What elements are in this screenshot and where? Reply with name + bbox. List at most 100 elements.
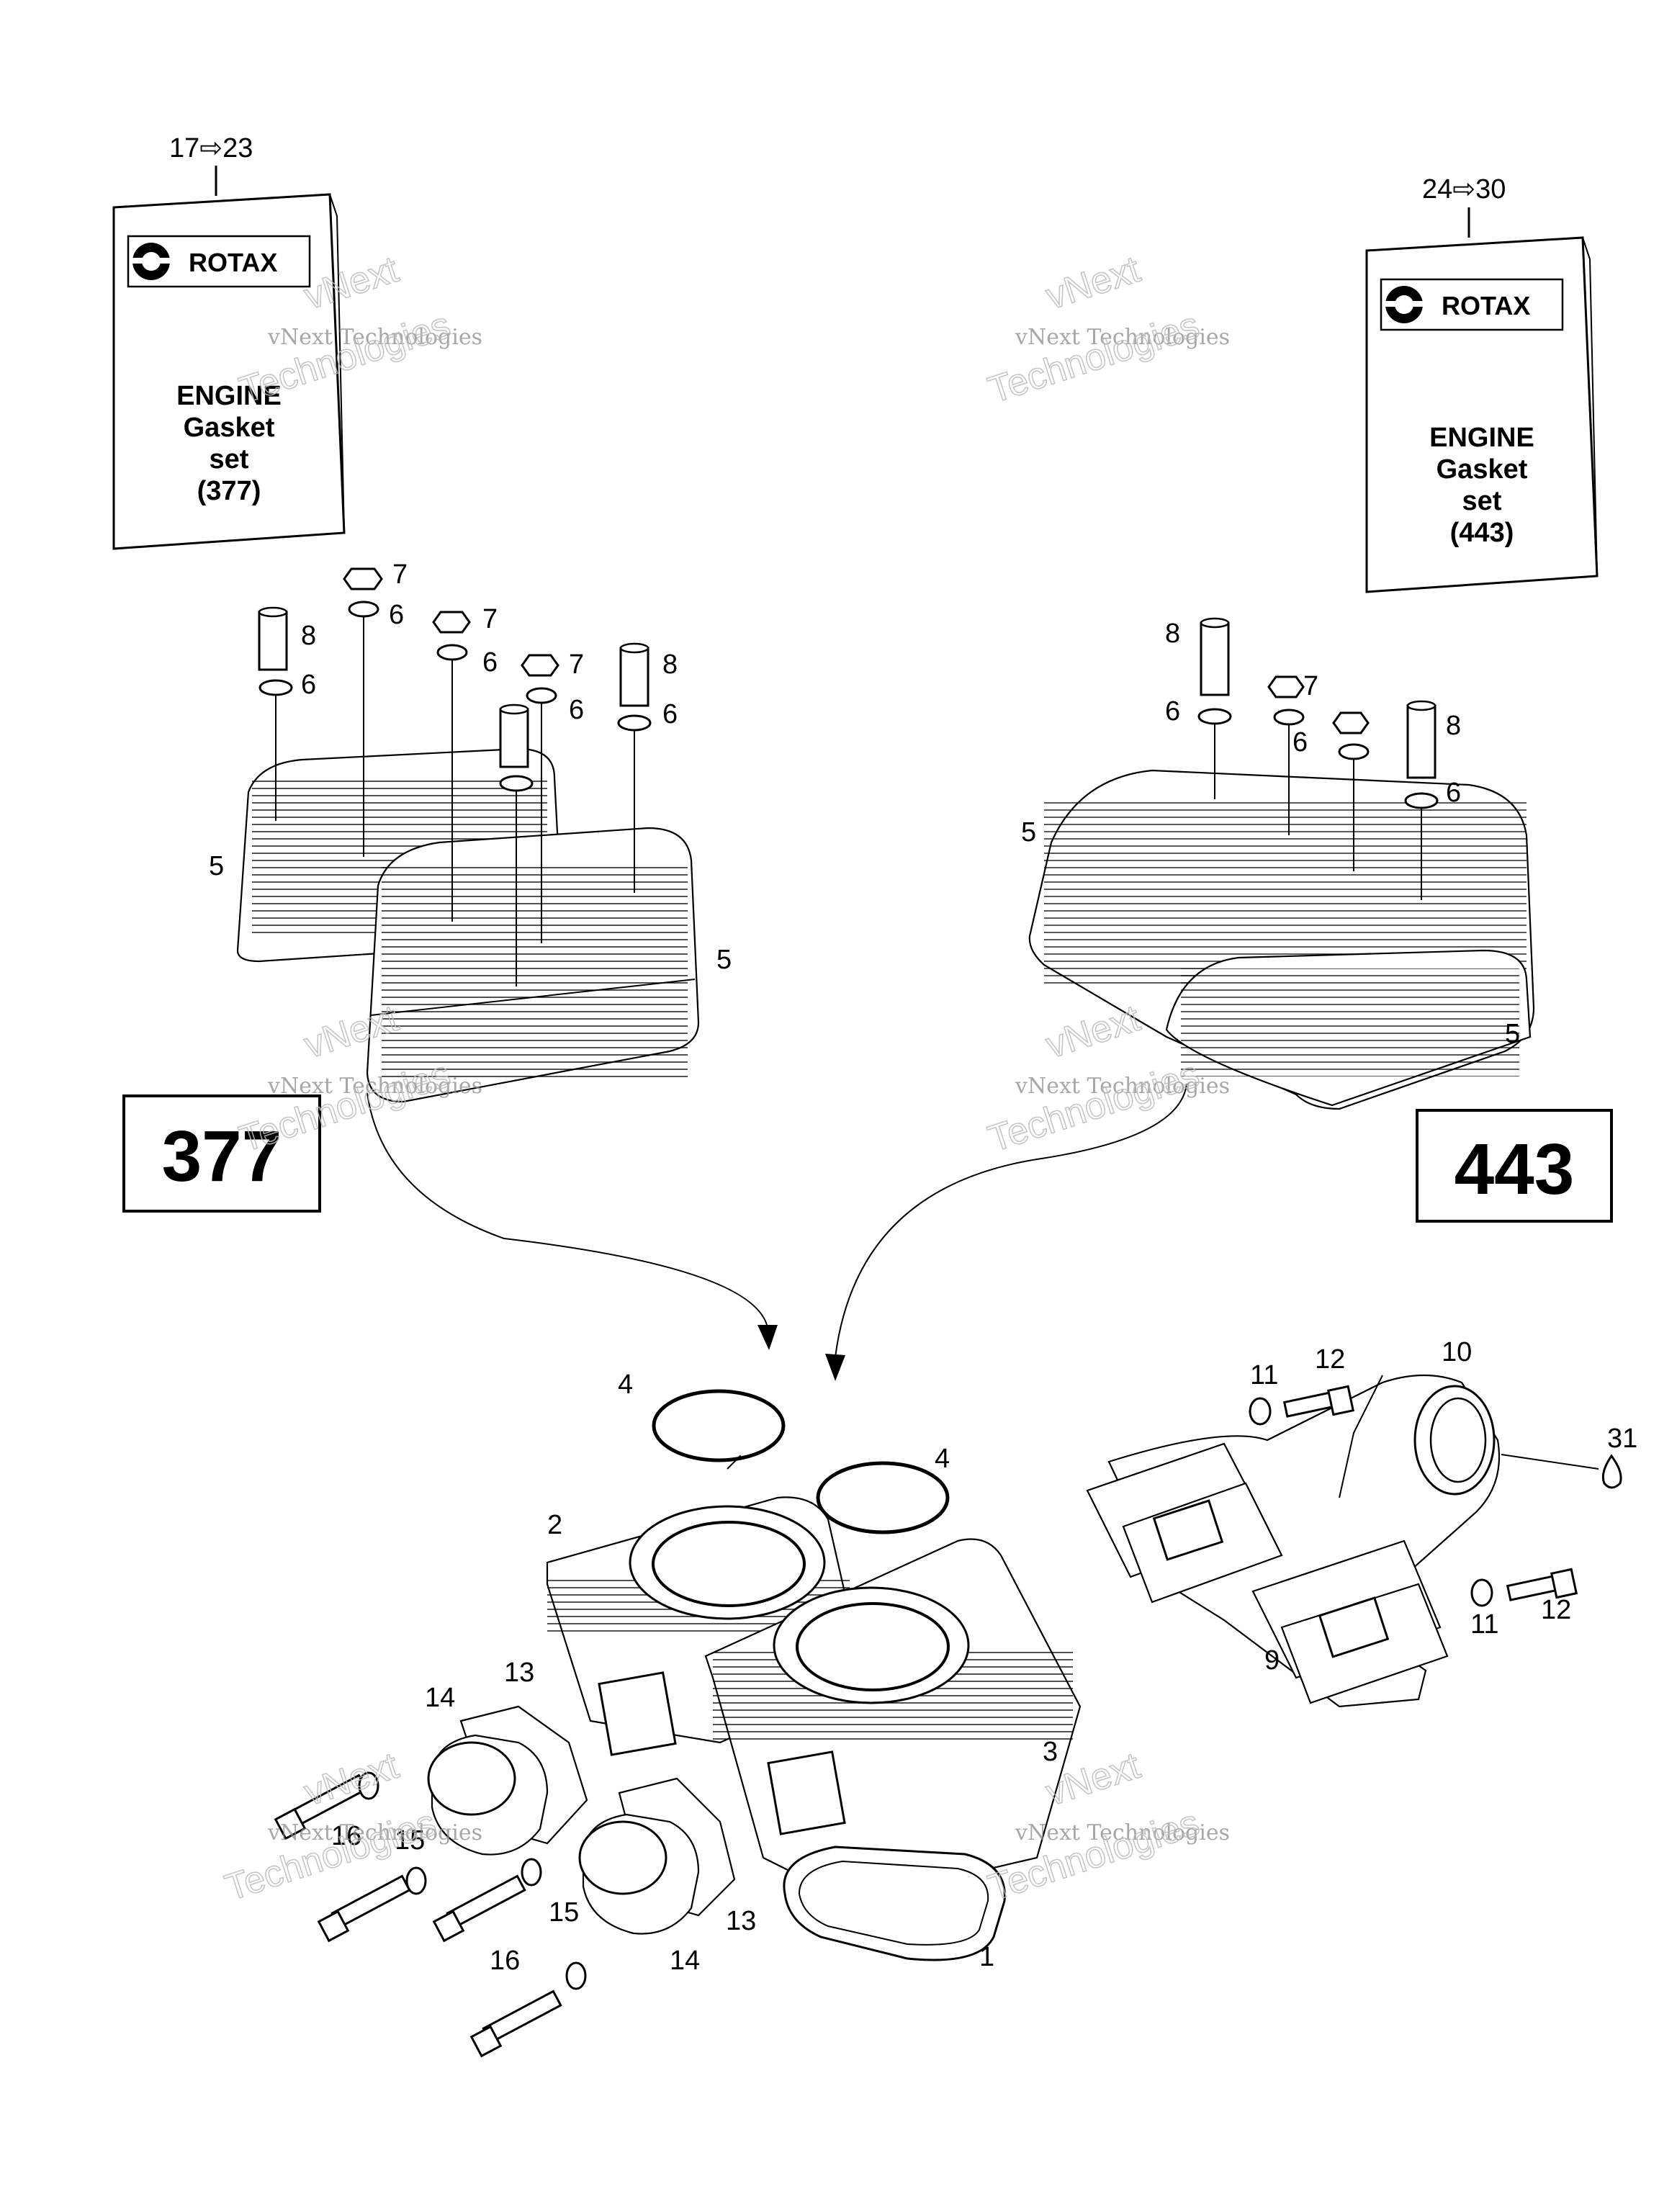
bombardier-gear-icon: [132, 243, 170, 280]
spacer-sleeve: [1406, 700, 1437, 779]
model-label-377: 377: [162, 1116, 282, 1197]
callout-6: 6: [301, 670, 316, 700]
nut: [1332, 711, 1370, 734]
washer: [499, 775, 534, 792]
cylinder-block: [546, 1389, 1082, 1961]
washer: [521, 1858, 542, 1887]
intake-flange-upper: [427, 1705, 588, 1856]
sealant-drop-icon: [1601, 1454, 1622, 1489]
cylinder-head-443: [1028, 617, 1535, 1110]
callout-6: 6: [389, 600, 404, 630]
svg-text:vNext Technologies: vNext Technologies: [267, 325, 482, 350]
callout-6: 6: [1446, 778, 1461, 808]
svg-text:vNext Technologies: vNext Technologies: [267, 1820, 482, 1845]
nut: [343, 567, 383, 590]
kit-left-line4: (377): [197, 476, 261, 506]
callout-3: 3: [1043, 1737, 1058, 1767]
callout-9: 9: [1264, 1645, 1280, 1676]
kit-right-line1: ENGINE: [1429, 423, 1534, 453]
callout-5: 5: [209, 851, 224, 881]
manifold-bolt-upper: [1282, 1385, 1355, 1418]
callouts-right-head: 8 6 7 6 8 6 5 5: [1021, 619, 1520, 1049]
callout-5: 5: [1505, 1019, 1520, 1049]
callout-7: 7: [1303, 671, 1318, 701]
washer: [565, 1961, 587, 1990]
kit-left-line1: ENGINE: [176, 381, 282, 411]
washer: [405, 1866, 427, 1895]
washer: [1404, 792, 1439, 809]
callout-14: 14: [425, 1683, 455, 1713]
svg-text:Technologies: Technologies: [235, 304, 456, 411]
bolt: [317, 1874, 411, 1943]
callout-14: 14: [670, 1946, 700, 1976]
o-ring: [652, 1389, 786, 1462]
washer: [1338, 743, 1370, 760]
kit-right-line3: set: [1462, 486, 1502, 516]
washer: [617, 714, 652, 732]
callout-6: 6: [1165, 696, 1180, 727]
base-gasket: [783, 1845, 1006, 1961]
kit-right-line4: (443): [1450, 518, 1514, 548]
callout-7: 7: [569, 649, 584, 680]
callout-6: 6: [482, 647, 498, 678]
callout-31: 31: [1607, 1424, 1637, 1454]
kit-range-right: 24⇨30: [1422, 174, 1506, 204]
callout-6: 6: [662, 699, 678, 729]
kit-left-line2: Gasket: [184, 413, 275, 443]
gasket-kit-left: 17⇨23 ROTAX ENGINE Gasket set (377): [112, 133, 346, 550]
svg-text:vNext Technologies: vNext Technologies: [1015, 325, 1230, 350]
callout-11: 11: [1470, 1609, 1498, 1640]
washer: [1249, 1397, 1272, 1426]
svg-text:vNext: vNext: [300, 248, 404, 318]
callout-16: 16: [490, 1946, 520, 1976]
model-box-377: 377: [122, 1094, 321, 1213]
rotax-brand-right: ROTAX: [1442, 291, 1530, 320]
kit-range-left: 17⇨23: [169, 133, 253, 163]
callout-8: 8: [1165, 619, 1180, 649]
assembly-arrow-left: [367, 1092, 778, 1350]
washer: [436, 644, 468, 661]
watermark-tr: vNext Technologies vNext Technologies: [983, 248, 1230, 412]
callouts-block: 4 4 2 3 1 13 14 13 14 15 15 16 16 11 12 …: [331, 1337, 1637, 1976]
callout-7: 7: [392, 559, 408, 590]
callout-1: 1: [979, 1942, 994, 1972]
callout-11: 11: [1250, 1360, 1278, 1390]
washer: [1197, 708, 1232, 725]
spacer-sleeve: [499, 703, 529, 768]
svg-text:vNext: vNext: [1041, 248, 1146, 318]
nut: [1267, 675, 1305, 698]
washer: [358, 1771, 379, 1800]
bombardier-gear-icon: [1385, 286, 1423, 323]
rotax-brand-left: ROTAX: [189, 248, 277, 277]
kit-left-line3: set: [210, 444, 249, 475]
callout-12: 12: [1541, 1595, 1571, 1625]
svg-text:vNext Technologies: vNext Technologies: [267, 1074, 482, 1099]
callouts-left-heads: 8 6 7 6 7 6 7 6 8 6 5 5: [209, 559, 732, 975]
washer: [348, 601, 379, 618]
spacer-sleeve: [1200, 617, 1230, 696]
bolt: [274, 1773, 368, 1840]
washer: [1470, 1578, 1493, 1607]
callout-15: 15: [549, 1897, 579, 1928]
intake-flange-lower: [578, 1777, 736, 1935]
svg-text:Technologies: Technologies: [984, 304, 1205, 411]
callout-6: 6: [1292, 727, 1308, 757]
washer: [526, 687, 557, 704]
callout-12: 12: [1315, 1344, 1345, 1375]
callout-2: 2: [547, 1510, 562, 1540]
nut: [432, 611, 471, 634]
svg-text:vNext: vNext: [300, 1745, 404, 1814]
o-ring: [816, 1461, 950, 1534]
svg-text:Technologies: Technologies: [984, 1053, 1205, 1160]
svg-text:vNext Technologies: vNext Technologies: [1015, 1820, 1230, 1845]
callout-8: 8: [301, 621, 316, 651]
callout-13: 13: [504, 1658, 534, 1688]
callout-5: 5: [1021, 817, 1036, 848]
callout-4: 4: [935, 1444, 950, 1474]
nut: [521, 654, 559, 677]
washer: [258, 679, 293, 696]
exhaust-manifold: [1086, 1374, 1501, 1708]
callout-13: 13: [726, 1906, 756, 1936]
bolt: [469, 1990, 562, 2058]
